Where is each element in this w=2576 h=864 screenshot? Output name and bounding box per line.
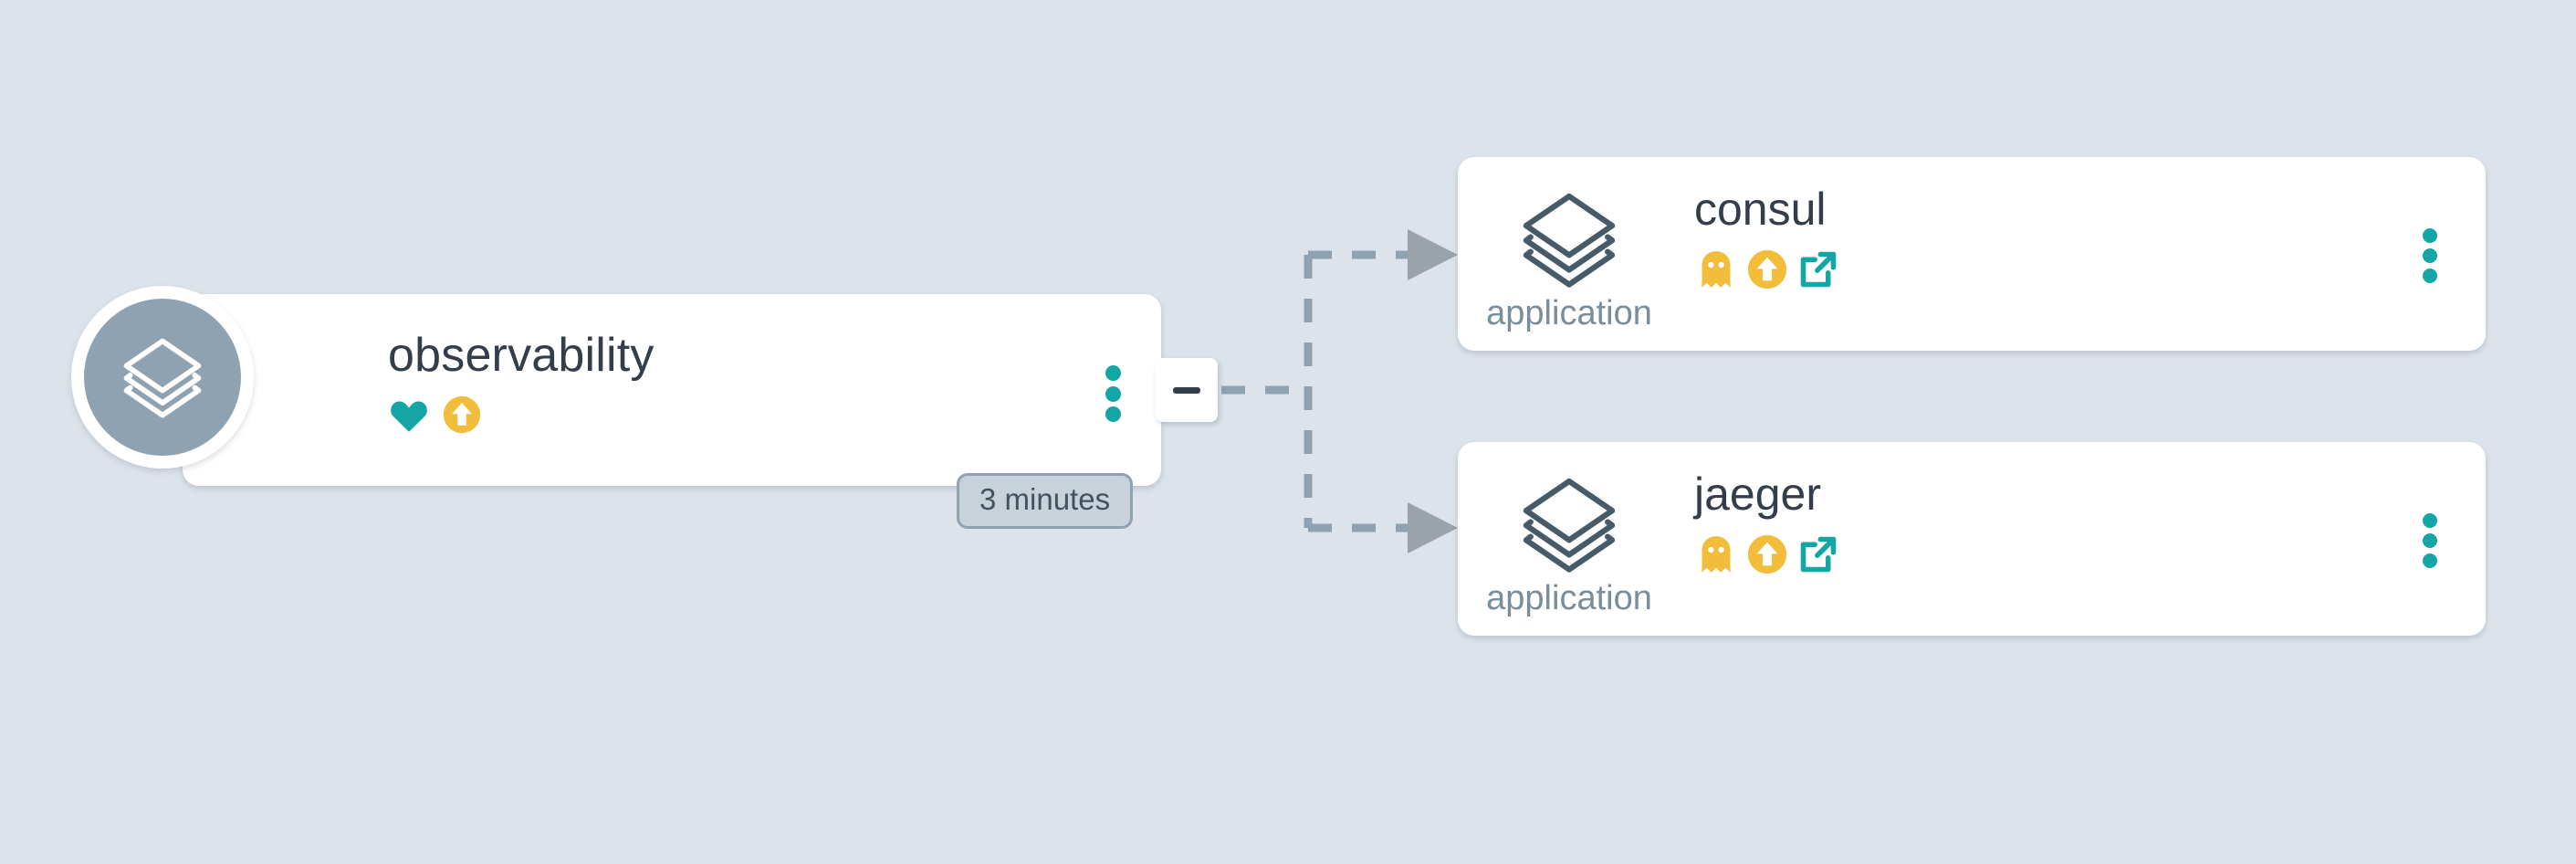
menu-dot — [2423, 513, 2437, 528]
layers-stack-icon — [1513, 468, 1626, 581]
node-badges — [1695, 533, 1839, 575]
menu-dot — [1105, 385, 1121, 402]
arrow-up-circle-icon[interactable] — [442, 395, 482, 435]
node-card-consul[interactable]: application consul — [1458, 157, 2486, 351]
edge-arrow-consul — [1408, 229, 1458, 280]
arrow-up-circle-icon[interactable] — [1746, 248, 1788, 290]
root-node-badges — [389, 395, 482, 435]
root-node-card[interactable] — [183, 294, 1161, 486]
node-badges — [1695, 248, 1839, 290]
external-link-icon[interactable] — [1797, 248, 1839, 290]
arrow-up-circle-icon[interactable] — [1746, 533, 1788, 575]
edge-arrow-jaeger — [1408, 502, 1458, 553]
minus-icon — [1173, 386, 1200, 394]
node-type-label: application — [1486, 294, 1652, 332]
root-avatar — [71, 286, 254, 469]
node-title: jaeger — [1694, 469, 1821, 520]
menu-dot — [2423, 248, 2437, 263]
node-title: consul — [1694, 184, 1827, 235]
collapse-toggle-button[interactable] — [1156, 358, 1218, 422]
layers-stack-icon — [115, 330, 210, 425]
root-node-title: observability — [388, 329, 654, 382]
node-card-jaeger[interactable]: application jaeger — [1458, 442, 2486, 636]
node-type-label: application — [1486, 579, 1652, 617]
menu-dot — [2423, 228, 2437, 243]
root-node-observability[interactable]: observability — [71, 286, 1161, 486]
heart-icon[interactable] — [389, 396, 429, 433]
menu-dot — [1105, 365, 1121, 381]
layers-stack-icon — [1513, 183, 1626, 296]
menu-dot — [2423, 533, 2437, 548]
root-node-time-badge: 3 minutes — [957, 473, 1134, 529]
ghost-icon[interactable] — [1695, 248, 1737, 290]
menu-dot — [1105, 406, 1121, 422]
external-link-icon[interactable] — [1797, 533, 1839, 575]
menu-dot — [2423, 553, 2437, 568]
menu-dot — [2423, 269, 2437, 283]
node-menu-button[interactable] — [2419, 228, 2441, 283]
root-node-menu-button[interactable] — [1101, 365, 1125, 422]
node-menu-button[interactable] — [2419, 513, 2441, 568]
ghost-icon[interactable] — [1695, 533, 1737, 575]
